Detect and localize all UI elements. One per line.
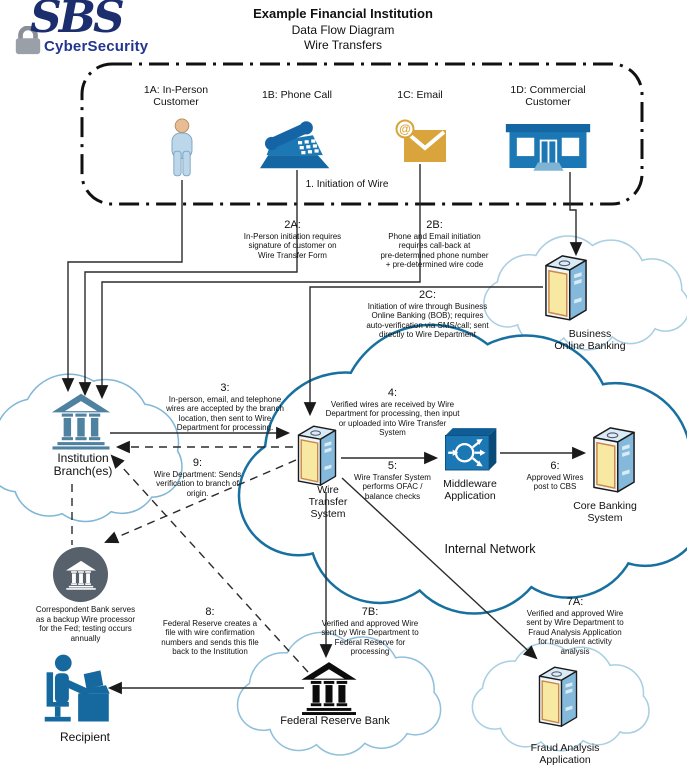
middleware-icon xyxy=(440,424,500,476)
initiation-zone-border xyxy=(80,62,644,206)
node-label-cbs: Core Banking System xyxy=(573,500,637,525)
person-icon xyxy=(162,117,202,180)
annotation-5: 5: Wire Transfer System performs OFAC / … xyxy=(330,460,455,501)
annotation-2b-body: Phone and Email initiation requires call… xyxy=(380,231,489,270)
cbs-server-icon xyxy=(588,421,640,495)
annotation-2b-heading: 2B: xyxy=(426,219,443,231)
annotation-9: 9: Wire Department: Sends verification t… xyxy=(135,457,260,498)
annotation-2c-heading: 2C: xyxy=(418,289,437,301)
title-line3: Wire Transfers xyxy=(303,38,382,53)
fed-bank-icon xyxy=(297,661,361,715)
title-line1: Example Financial Institution xyxy=(253,6,433,21)
annotation-3-heading: 3: xyxy=(220,382,230,394)
correspondent-bank-caption-text: Correspondent Bank serves as a backup Wi… xyxy=(35,605,136,643)
bob-server-icon xyxy=(540,248,592,324)
edge-email-to-branch xyxy=(95,164,421,400)
annotation-4-heading: 4: xyxy=(387,387,398,399)
recipient-icon xyxy=(40,650,120,728)
correspondent-bank-circle xyxy=(53,547,108,602)
annotation-5-heading: 5: xyxy=(387,460,398,472)
edge-fed-to-branch-file xyxy=(110,454,309,673)
annotation-2a-heading: 2A: xyxy=(284,219,301,231)
annotation-6-heading: 6: xyxy=(550,460,560,472)
edge-inperson-to-branch xyxy=(61,180,183,393)
correspondent-bank-caption: Correspondent Bank serves as a backup Wi… xyxy=(13,605,158,643)
annotation-8-heading: 8: xyxy=(205,606,215,618)
fraud-server-icon xyxy=(534,660,582,730)
at-symbol: @ xyxy=(399,122,411,136)
edge-wts-to-correspondent xyxy=(104,459,297,544)
annotation-3: 3: In-person, email, and telephone wires… xyxy=(145,382,305,433)
node-label-branch: Institution Branch(es) xyxy=(53,451,113,479)
wts-server-icon xyxy=(293,419,341,489)
edge-wts-to-fraud xyxy=(341,477,538,660)
node-label-bob: Business Online Banking xyxy=(554,328,626,353)
annotation-9-body: Wire Department: Sends verification to b… xyxy=(153,469,242,498)
node-label-fraud: Fraud Analysis Application xyxy=(530,742,600,765)
email-icon: @ xyxy=(395,119,446,162)
annotation-7b-heading: 7B: xyxy=(361,606,379,618)
storefront-icon xyxy=(504,120,592,172)
title-line2: Data Flow Diagram xyxy=(291,22,395,37)
initiation-zone-label: 1. Initiation of Wire xyxy=(305,179,389,190)
edge-bob-to-wts xyxy=(303,286,543,417)
annotation-4: 4: Verified wires are received by Wire D… xyxy=(300,387,485,438)
annotation-7a-body: Verified and approved Wire sent by Wire … xyxy=(526,608,624,656)
node-label-fed: Federal Reserve Bank xyxy=(280,715,390,727)
edge-commercial-to-bob xyxy=(569,172,583,257)
annotation-9-heading: 9: xyxy=(192,457,203,469)
logo-word: SBS xyxy=(30,0,125,43)
node-label-internal-network: Internal Network xyxy=(444,542,536,556)
annotation-5-body: Wire Transfer System performs OFAC / bal… xyxy=(354,472,431,501)
node-label-middleware: Middleware Application xyxy=(443,478,497,503)
node-label-commercial: 1D: Commercial Customer xyxy=(510,84,586,109)
diagram-title: Example Financial Institution Data Flow … xyxy=(203,6,483,54)
sbs-logo: SBS CyberSecurity xyxy=(8,0,188,60)
phone-icon xyxy=(260,120,336,172)
annotation-2b: 2B: Phone and Email initiation requires … xyxy=(352,219,517,270)
annotation-3-body: In-person, email, and telephone wires ar… xyxy=(166,394,284,433)
annotation-8: 8: Federal Reserve creates a file with w… xyxy=(130,606,290,657)
node-label-recipient: Recipient xyxy=(59,730,111,744)
edge-phone-to-branch xyxy=(78,170,298,397)
logo-subtitle: CyberSecurity xyxy=(44,38,149,55)
annotation-7a-heading: 7A: xyxy=(566,596,584,608)
node-label-phone-call: 1B: Phone Call xyxy=(261,89,333,101)
annotation-7b-body: Verified and approved Wire sent by Wire … xyxy=(321,618,419,657)
annotation-4-body: Verified wires are received by Wire Depa… xyxy=(325,399,460,438)
correspondent-bank-icon xyxy=(65,560,97,590)
node-label-wts: Wire Transfer System xyxy=(308,484,348,521)
annotation-2a-body: In-Person initiation requires signature … xyxy=(243,231,342,260)
annotation-2c: 2C: Initiation of wire through Business … xyxy=(345,289,510,340)
annotation-2a: 2A: In-Person initiation requires signat… xyxy=(215,219,370,260)
node-label-email: 1C: Email xyxy=(397,89,443,101)
node-label-in-person: 1A: In-Person Customer xyxy=(143,84,209,109)
annotation-7b: 7B: Verified and approved Wire sent by W… xyxy=(290,606,450,657)
annotation-2c-body: Initiation of wire through Business Onli… xyxy=(366,301,489,340)
branch-bank-icon xyxy=(50,392,112,450)
annotation-6: 6: Approved Wires post to CBS xyxy=(510,460,600,492)
annotation-6-body: Approved Wires post to CBS xyxy=(526,472,584,492)
annotation-7a: 7A: Verified and approved Wire sent by W… xyxy=(490,596,660,657)
annotation-8-body: Federal Reserve creates a file with wire… xyxy=(161,618,259,657)
